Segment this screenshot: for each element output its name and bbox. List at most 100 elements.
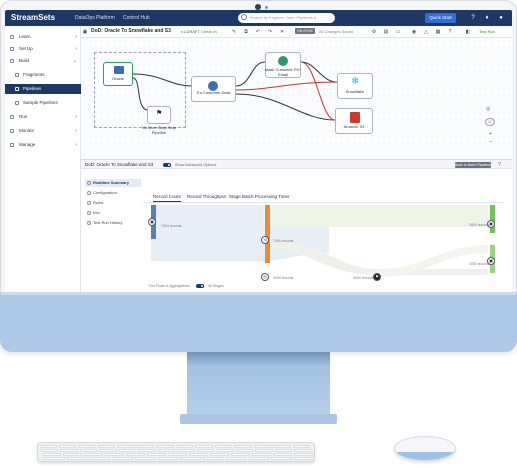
tab-stage-processing-time[interactable]: Stage Batch Processing Timer — [229, 194, 290, 199]
snowflake-icon: ❄ — [351, 76, 360, 87]
keyboard-key — [79, 449, 98, 452]
zoom-in-icon[interactable]: + — [489, 131, 492, 137]
check-in-button[interactable]: Check In — [201, 29, 217, 34]
keyboard-key — [66, 457, 88, 460]
help-icon[interactable]: ? — [448, 29, 452, 35]
stage-no-more-data[interactable]: ⚑ — [147, 106, 171, 124]
keyboard-key — [105, 453, 125, 456]
sidebar-item-fragments[interactable]: Fragments — [5, 70, 81, 80]
keyboard-key — [41, 449, 59, 452]
undo-icon[interactable]: ↶ — [255, 29, 261, 35]
eye-icon[interactable]: ◉ — [411, 29, 417, 35]
help-icon[interactable]: ? — [471, 15, 475, 21]
keyboard-key — [157, 457, 179, 460]
user-icon[interactable]: ● — [499, 15, 503, 21]
flag-node-icon: ⚑ — [373, 273, 381, 281]
s3-bucket-icon — [350, 112, 360, 123]
stage-mask-pii[interactable] — [265, 52, 301, 78]
chevron-right-icon: › — [75, 114, 77, 120]
stage-eu-customer[interactable] — [191, 76, 236, 102]
keyboard-key — [255, 449, 273, 452]
globe-icon — [208, 81, 218, 91]
saved-status: All Changes Saved — [319, 29, 354, 34]
stage-oracle[interactable] — [103, 62, 133, 86]
flow-label-destination-bottom: 3000 records — [469, 262, 490, 266]
grid-icon[interactable]: ▦ — [435, 29, 441, 35]
zoom-center-icon[interactable]: ◎ — [486, 106, 491, 112]
build-icon — [10, 59, 14, 63]
pan-icon[interactable]: ⌂ — [485, 118, 495, 126]
tab-record-count[interactable]: Record Count — [153, 194, 181, 202]
back-button[interactable]: Back to Batch Pipelines — [455, 162, 492, 168]
copy-icon[interactable]: ⧉ — [244, 29, 248, 35]
settings-icon[interactable]: ⚙ — [371, 29, 377, 35]
keyboard-key — [117, 445, 135, 448]
monitor-view-icon[interactable]: ▭ — [395, 29, 401, 35]
layout-icon[interactable]: ▤ — [383, 29, 389, 35]
sidebar-item-setup[interactable]: Set Up› — [5, 44, 81, 54]
keyboard-key — [177, 449, 195, 452]
detail-panel-header: DoD: Oracle To Snowflake and S3 Show Adv… — [81, 159, 512, 169]
advanced-options-toggle[interactable] — [163, 163, 171, 167]
config-icon — [87, 191, 91, 195]
monitor-stand — [187, 352, 330, 422]
subnav-realtime-summary[interactable]: Realtime Summary — [85, 179, 141, 187]
stage-amazon-s3[interactable] — [335, 108, 373, 134]
flow-label-destination-top: 3000 records — [469, 223, 490, 227]
subnav-test-run-history[interactable]: Test Run History — [85, 219, 141, 227]
sidebar-item-pipelines[interactable]: Pipelines — [5, 84, 81, 94]
camera — [255, 4, 261, 10]
app-logo[interactable]: StreamSets — [11, 13, 56, 22]
subnav-configuration[interactable]: Configuration — [85, 189, 141, 197]
sample-pipelines-icon — [15, 101, 19, 105]
trim-flows-toggle[interactable] — [196, 284, 204, 288]
test-run-button[interactable]: Test Run — [479, 29, 495, 34]
sidebar: Learn› Set Up› Build⌄ Fragments Pipeline… — [5, 26, 81, 292]
flow-band-right — [379, 245, 488, 277]
mouse — [394, 436, 456, 461]
version-select[interactable]: v1-DRAFT — [181, 29, 200, 34]
flow-label-source: 1004 records — [161, 224, 182, 228]
pipeline-canvas[interactable]: Oracle ⚑ No More Data Stop Pipeline Eu C… — [81, 38, 512, 159]
chevron-down-icon: ⌄ — [72, 58, 77, 64]
subnav-rules[interactable]: Rules — [85, 199, 141, 207]
nav-control-hub[interactable]: Control Hub — [123, 15, 150, 21]
setup-icon — [10, 47, 14, 51]
notification-bell-icon[interactable]: ♦ — [485, 15, 489, 21]
keyboard-key — [136, 445, 155, 448]
subnav-info[interactable]: Info — [85, 209, 141, 217]
sidebar-item-monitor[interactable]: Monitor› — [5, 126, 81, 136]
quick-start-button[interactable]: Quick Start — [425, 13, 456, 23]
oracle-icon — [114, 66, 124, 74]
zoom-out-icon[interactable]: – — [489, 139, 492, 145]
document-icon[interactable]: ◧ — [465, 29, 471, 35]
learn-icon — [10, 35, 14, 39]
stage-snowflake[interactable]: ❄ — [337, 73, 373, 99]
processor-node-icon: ⊲ — [261, 236, 269, 244]
keyboard-key — [216, 449, 234, 452]
sidebar-item-sample-pipelines[interactable]: Sample Pipelines — [5, 98, 81, 108]
metrics-tabs: Record Count Record Throughput Stage Bat… — [143, 193, 503, 203]
sidebar-item-manage[interactable]: Manage› — [5, 140, 81, 150]
keyboard-key — [225, 457, 247, 460]
edit-icon[interactable]: ✎ — [231, 29, 237, 35]
trim-flows-state: All Stages — [208, 284, 224, 288]
stage-label-oracle: Oracle — [112, 76, 124, 81]
keyboard-key — [147, 453, 167, 456]
share-icon[interactable]: △ — [424, 29, 428, 35]
keyboard-key — [210, 453, 230, 456]
search-input[interactable]: Search by Engines, Jobs, Pipelines & ... — [238, 13, 335, 23]
delete-icon[interactable]: ✕ — [279, 29, 285, 35]
keyboard-key — [273, 445, 291, 448]
redo-icon[interactable]: ↷ — [267, 29, 273, 35]
keyboard-key — [196, 449, 215, 452]
help-icon[interactable]: ? — [498, 162, 501, 168]
flow-label-processor-out: 3000 records — [273, 276, 294, 280]
monitor-icon — [10, 129, 14, 133]
sidebar-item-learn[interactable]: Learn› — [5, 32, 81, 42]
tab-record-throughput[interactable]: Record Throughput — [187, 194, 226, 199]
sidebar-item-build[interactable]: Build⌄ — [5, 56, 81, 66]
sidebar-item-run[interactable]: Run› — [5, 112, 81, 122]
nav-platform[interactable]: DataOps Platform — [75, 15, 115, 21]
keyboard-key — [273, 453, 293, 456]
